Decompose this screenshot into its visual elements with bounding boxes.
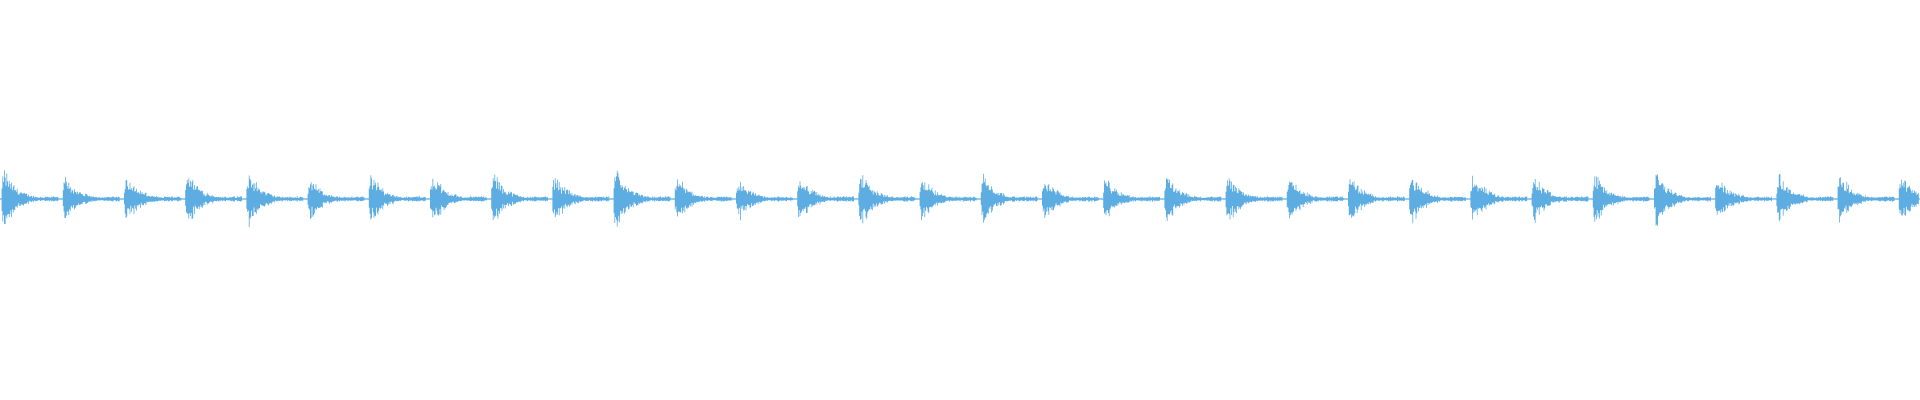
- waveform-pulse: [1409, 179, 1466, 224]
- waveform-pulse-trace: [858, 175, 916, 224]
- waveform-pulse-trace: [1348, 179, 1405, 218]
- waveform-pulse-trace: [1, 170, 59, 225]
- waveform-pulse-trace: [1837, 177, 1895, 223]
- waveform-pulse-trace: [552, 178, 610, 218]
- waveform-pulse-trace: [124, 180, 181, 218]
- waveform-pulse: [858, 175, 916, 224]
- waveform-pulse: [919, 182, 977, 221]
- waveform-pulse-trace: [307, 182, 365, 220]
- waveform-pulse-trace: [1470, 175, 1528, 220]
- waveform-pulse-trace: [246, 175, 304, 227]
- waveform-pulse-trace: [1164, 178, 1222, 222]
- waveform-pulse: [1, 170, 59, 225]
- waveform-pulse: [613, 170, 671, 227]
- waveform-pulse-trace: [62, 176, 120, 218]
- waveform-pulse: [980, 173, 1038, 223]
- waveform-pulse: [1286, 181, 1344, 219]
- waveform-pulse-trace: [1776, 173, 1834, 222]
- waveform-pulse: [1715, 182, 1772, 215]
- waveform-pulse-trace: [1286, 181, 1344, 219]
- waveform-pulse: [1348, 179, 1405, 218]
- waveform-pulse: [368, 175, 426, 220]
- waveform-pulse: [1592, 176, 1650, 222]
- waveform-pulse-trace: [674, 179, 732, 217]
- waveform-pulse: [736, 182, 793, 221]
- waveform-pulse: [1103, 180, 1160, 217]
- waveform-pulse: [246, 175, 304, 227]
- waveform-pulse: [430, 178, 487, 218]
- waveform-pulse: [552, 178, 610, 218]
- waveform-pulse-trace: [1225, 178, 1283, 220]
- waveform-pulse-trace: [430, 178, 487, 218]
- waveform-pulse: [1837, 177, 1895, 223]
- waveform-pulse: [1042, 184, 1099, 219]
- waveform-pulse: [1225, 178, 1283, 220]
- waveform-pulse-trace: [1409, 179, 1466, 224]
- waveform-pulse: [1898, 179, 1919, 216]
- waveform-pulse: [674, 179, 732, 217]
- waveform-pulse: [797, 181, 854, 217]
- waveform-pulse-trace: [1898, 179, 1919, 216]
- waveform-pulse: [1531, 179, 1589, 223]
- waveform-pulse: [491, 174, 548, 220]
- waveform-pulse-trace: [491, 174, 548, 220]
- waveform-pulse-trace: [613, 170, 671, 227]
- waveform-pulse: [1654, 174, 1711, 226]
- waveform-pulse-trace: [919, 182, 977, 221]
- waveform-pulse-trace: [736, 182, 793, 221]
- waveform-pulse-trace: [1592, 176, 1650, 222]
- waveform-pulse: [62, 176, 120, 218]
- waveform-pulse-trace: [1531, 179, 1589, 223]
- waveform-pulse: [1164, 178, 1222, 222]
- waveform-pulse: [307, 182, 365, 220]
- waveform-pulse-trace: [797, 181, 854, 217]
- waveform-pulse-trace: [1654, 174, 1711, 226]
- waveform-pulse: [1776, 173, 1834, 222]
- waveform-pulse-trace: [980, 173, 1038, 223]
- waveform-pulse-trace: [1715, 182, 1772, 215]
- waveform-pulse-trace: [1042, 184, 1099, 219]
- waveform-pulse-trace: [1103, 180, 1160, 217]
- waveform-pulse: [124, 180, 181, 218]
- waveform-pulse: [1470, 175, 1528, 220]
- waveform-pulse-trace: [185, 178, 242, 220]
- waveform-pulse: [185, 178, 242, 220]
- waveform-pulse-trace: [368, 175, 426, 220]
